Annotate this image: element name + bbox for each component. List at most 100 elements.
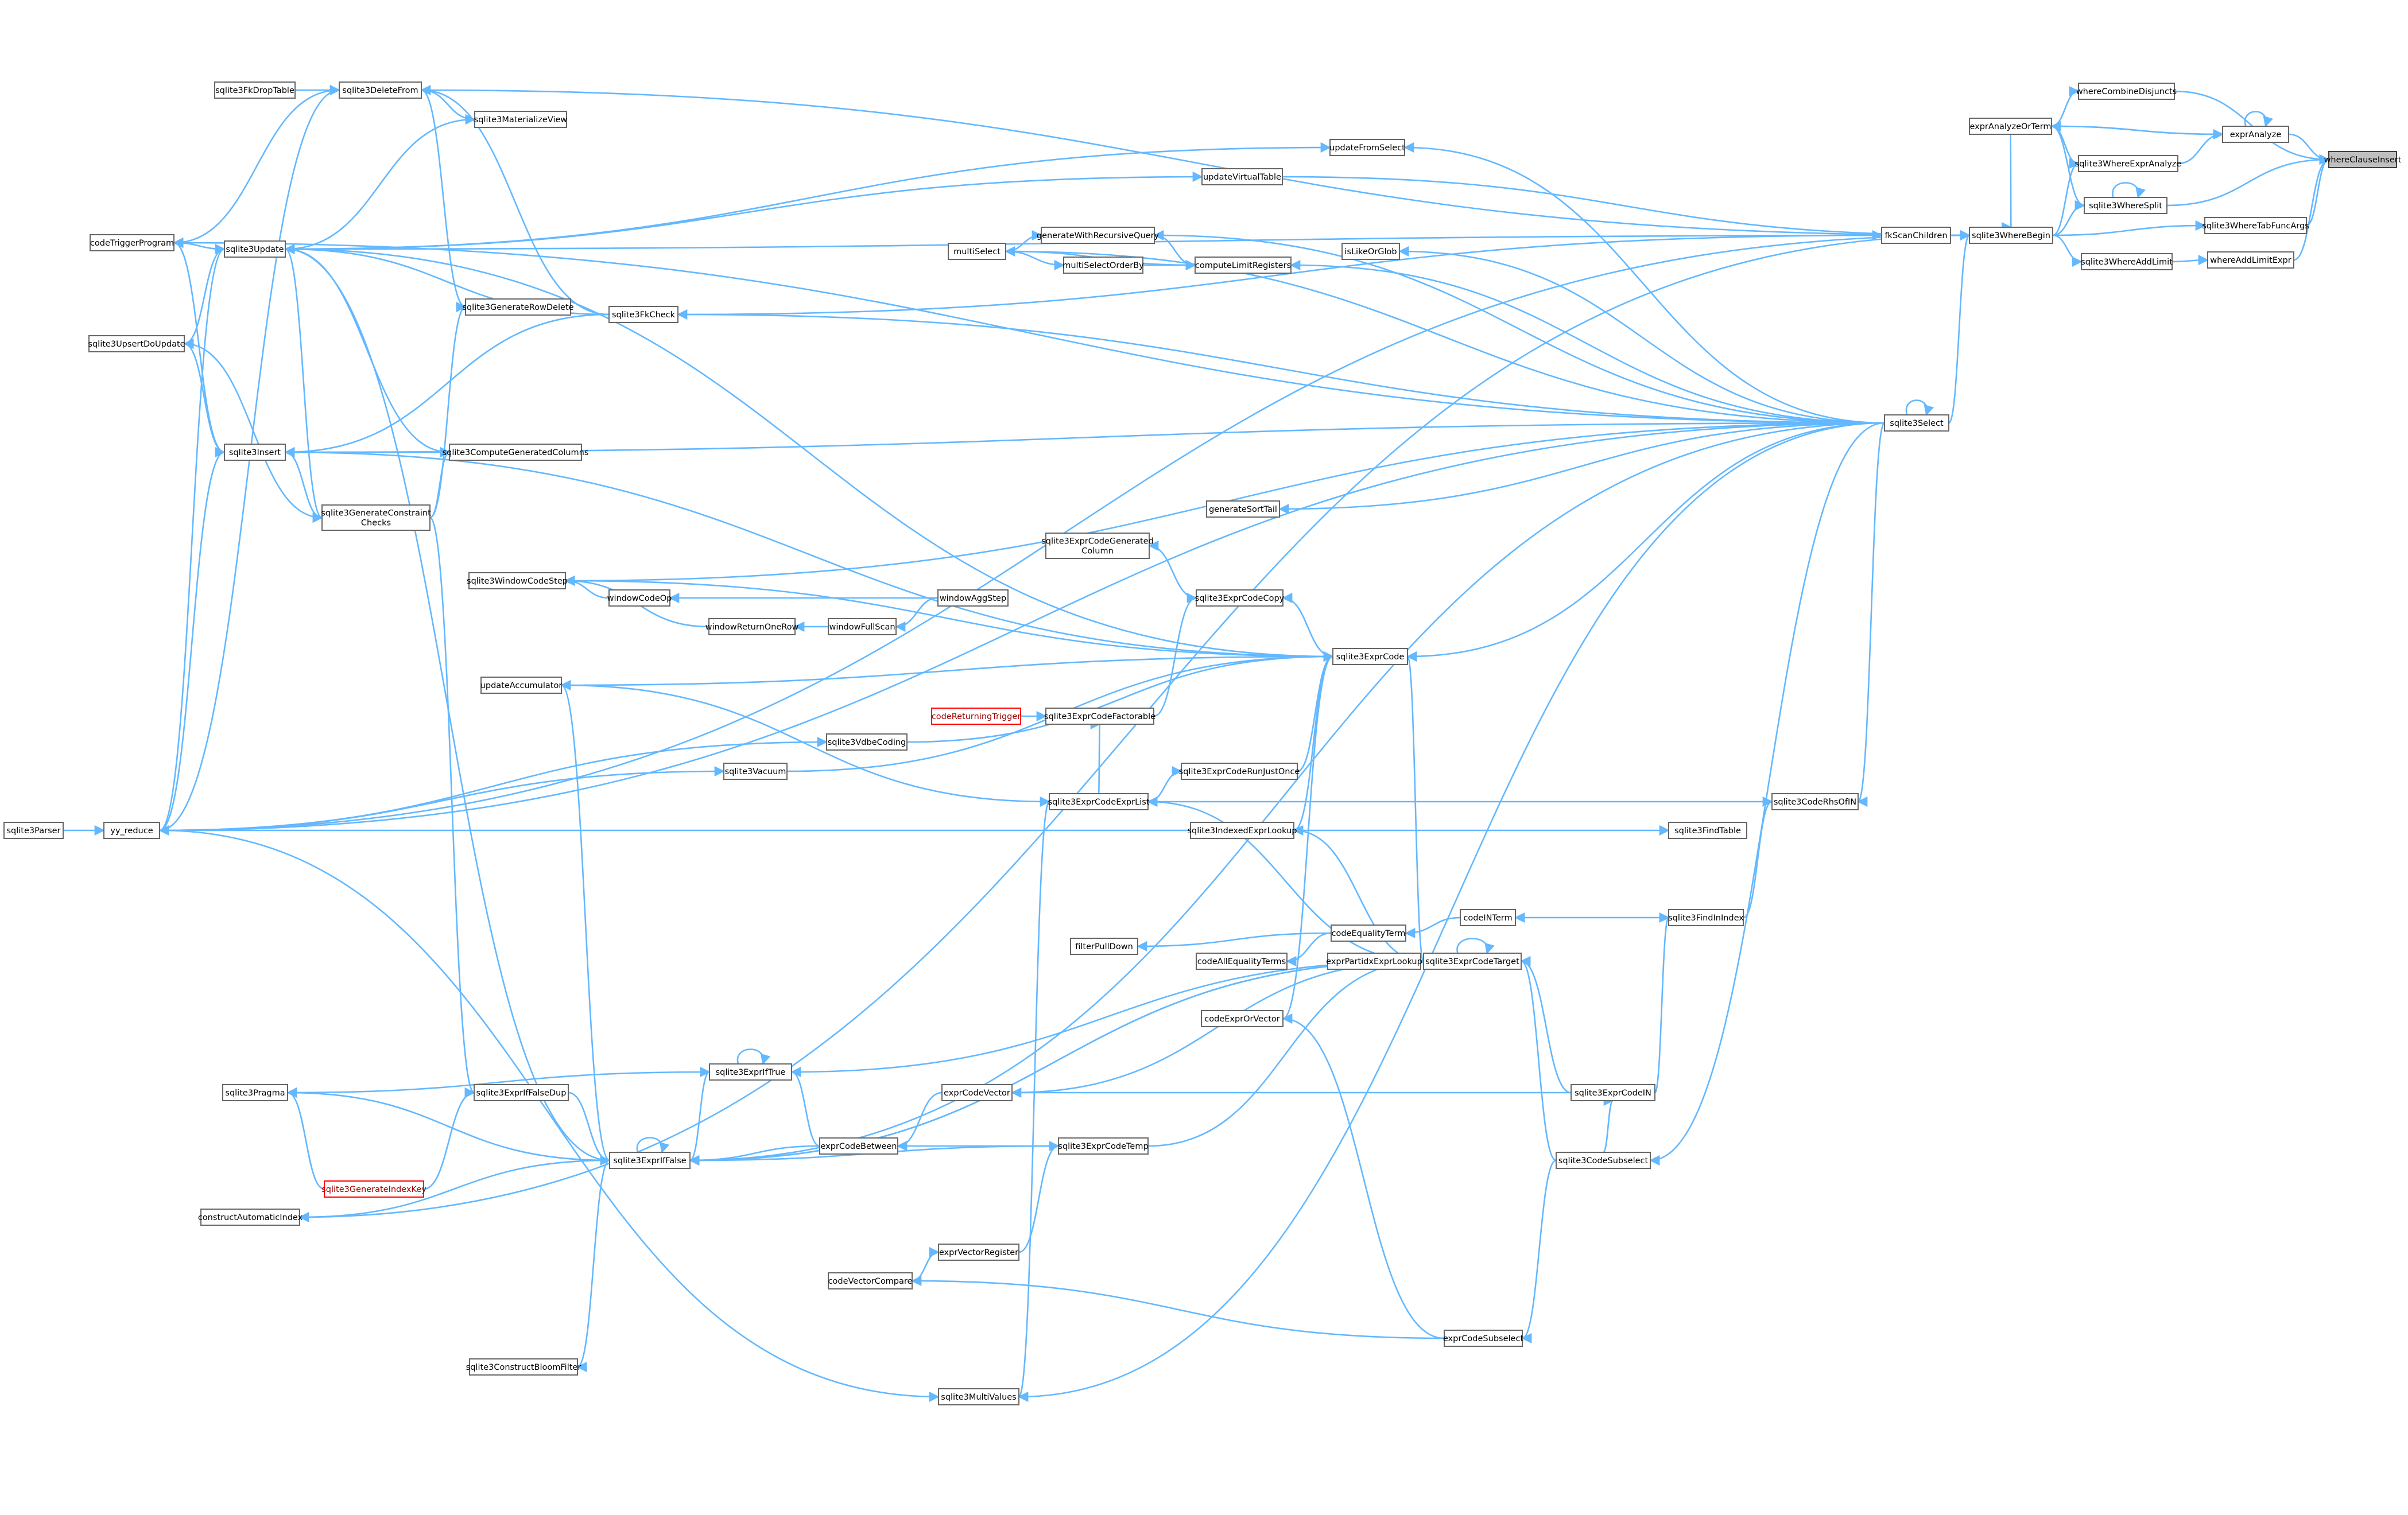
node-sqlite3ExprIfFalseDup[interactable]: sqlite3ExprIfFalseDup [474,1084,569,1101]
edge-sqlite3FindInIndex-to-sqlite3CodeRhsOfIN [1743,797,1773,919]
edge-sqlite3FkCheck-to-sqlite3Insert [284,313,610,458]
node-whereCombineDisjuncts[interactable]: whereCombineDisjuncts [2076,83,2177,100]
node-updateFromSelect[interactable]: updateFromSelect [1329,139,1405,156]
node-box [339,81,422,99]
node-label: windowReturnOneRow [705,623,799,632]
node-sqlite3WhereExprAnalyze[interactable]: sqlite3WhereExprAnalyze [2075,155,2182,172]
node-box [826,733,908,751]
node-label: isLikeOrGlob [1344,247,1397,257]
node-sqlite3CodeRhsOfIN[interactable]: sqlite3CodeRhsOfIN [1771,793,1859,810]
edge-sqlite3GenerateConstraintChecks-to-sqlite3UpsertDoUpdate [183,338,323,519]
node-sqlite3ExprCode[interactable]: sqlite3ExprCode [1332,648,1408,665]
node-box [90,234,175,251]
node-label: codeReturningTrigger [932,712,1021,721]
node-sqlite3WindowCodeStep[interactable]: sqlite3WindowCodeStep [467,572,568,589]
node-sqlite3WhereAddLimit[interactable]: sqlite3WhereAddLimit [2081,253,2173,270]
node-fkScanChildren[interactable]: fkScanChildren [1881,227,1951,244]
node-filterPullDown[interactable]: filterPullDown [1070,938,1138,955]
node-sqlite3ExprIfTrue[interactable]: sqlite3ExprIfTrue [709,1063,792,1081]
node-sqlite3Vacuum[interactable]: sqlite3Vacuum [723,763,788,780]
edge-updateAccumulator-to-sqlite3ExprCode [561,651,1334,686]
node-label: sqlite3FindInIndex [1668,914,1744,923]
node-sqlite3ExprCodeExprList[interactable]: sqlite3ExprCodeExprList [1048,793,1150,810]
node-sqlite3Pragma[interactable]: sqlite3Pragma [222,1084,288,1101]
node-sqlite3ComputeGeneratedColumns[interactable]: sqlite3ComputeGeneratedColumns [443,444,589,461]
node-sqlite3FindInIndex[interactable]: sqlite3FindInIndex [1668,909,1744,926]
node-sqlite3ExprCodeTarget[interactable]: sqlite3ExprCodeTarget [1423,953,1522,970]
node-multiSelect[interactable]: multiSelect [948,243,1006,260]
node-sqlite3FindTable[interactable]: sqlite3FindTable [1668,822,1747,839]
node-codeExprOrVector[interactable]: codeExprOrVector [1201,1010,1284,1027]
node-windowAggStep[interactable]: windowAggStep [937,589,1009,607]
node-sqlite3GenerateIndexKey[interactable]: sqlite3GenerateIndexKey [321,1180,426,1198]
node-label: exprAnalyze [2230,130,2282,139]
node-codeEqualityTerm[interactable]: codeEqualityTerm [1331,924,1406,942]
node-sqlite3WhereSplit[interactable]: sqlite3WhereSplit [2084,197,2167,214]
node-windowFullScan[interactable]: windowFullScan [828,618,897,635]
node-sqlite3Select[interactable]: sqlite3Select [1884,414,1949,432]
node-generateSortTail[interactable]: generateSortTail [1206,500,1280,518]
node-label: sqlite3MultiValues [941,1393,1016,1402]
node-sqlite3GenerateRowDelete[interactable]: sqlite3GenerateRowDelete [462,298,574,316]
node-sqlite3Parser[interactable]: sqlite3Parser [3,822,64,839]
node-sqlite3VdbeCoding[interactable]: sqlite3VdbeCoding [826,733,908,751]
node-updateVirtualTable[interactable]: updateVirtualTable [1201,168,1283,185]
node-sqlite3FkCheck[interactable]: sqlite3FkCheck [608,306,678,323]
node-windowCodeOp[interactable]: windowCodeOp [607,589,672,607]
node-sqlite3WhereTabFuncArgs[interactable]: sqlite3WhereTabFuncArgs [2202,217,2309,234]
node-sqlite3ExprCodeCopy[interactable]: sqlite3ExprCodeCopy [1195,589,1285,607]
node-computeLimitRegisters[interactable]: computeLimitRegisters [1195,257,1292,274]
node-sqlite3ConstructBloomFilter[interactable]: sqlite3ConstructBloomFilter [466,1358,581,1376]
node-label: exprVectorRegister [939,1248,1018,1257]
node-sqlite3CodeSubselect[interactable]: sqlite3CodeSubselect [1556,1152,1651,1169]
node-sqlite3UpsertDoUpdate[interactable]: sqlite3UpsertDoUpdate [88,335,185,352]
node-label: sqlite3WhereTabFuncArgs [2202,222,2309,231]
node-box [321,504,431,531]
node-sqlite3MultiValues[interactable]: sqlite3MultiValues [938,1388,1019,1405]
node-sqlite3ExprCodeTemp[interactable]: sqlite3ExprCodeTemp [1058,1137,1149,1155]
node-windowReturnOneRow[interactable]: windowReturnOneRow [705,618,799,635]
node-codeINTerm[interactable]: codeINTerm [1460,909,1516,926]
node-sqlite3MaterializeView[interactable]: sqlite3MaterializeView [474,111,568,128]
node-updateAccumulator[interactable]: updateAccumulator [480,677,563,694]
node-isLikeOrGlob[interactable]: isLikeOrGlob [1341,243,1400,260]
node-sqlite3FkDropTable[interactable]: sqlite3FkDropTable [214,81,296,99]
node-codeTriggerProgram[interactable]: codeTriggerProgram [90,234,175,251]
node-codeReturningTrigger[interactable]: codeReturningTrigger [931,708,1021,725]
node-whereAddLimitExpr[interactable]: whereAddLimitExpr [2207,251,2294,269]
node-sqlite3ExprCodeIN[interactable]: sqlite3ExprCodeIN [1571,1084,1655,1101]
node-whereClauseInsert[interactable]: whereClauseInsert [2324,151,2402,168]
node-sqlite3ExprCodeRunJustOnce[interactable]: sqlite3ExprCodeRunJustOnce [1179,763,1300,780]
edge-sqlite3DeleteFrom-to-sqlite3WhereBegin [421,89,1971,241]
node-label: sqlite3GenerateConstraint [321,509,431,518]
node-codeVectorCompare[interactable]: codeVectorCompare [828,1272,913,1289]
node-exprCodeSubselect[interactable]: exprCodeSubselect [1443,1330,1524,1347]
node-box [828,618,897,635]
node-yy_reduce[interactable]: yy_reduce [103,822,160,839]
node-codeAllEqualityTerms[interactable]: codeAllEqualityTerms [1196,953,1288,970]
node-multiSelectOrderBy[interactable]: multiSelectOrderBy [1063,257,1144,274]
node-exprAnalyzeOrTerm[interactable]: exprAnalyzeOrTerm [1969,118,2052,135]
node-exprCodeBetween[interactable]: exprCodeBetween [819,1137,898,1155]
node-exprAnalyze[interactable]: exprAnalyze [2222,126,2289,143]
node-sqlite3Insert[interactable]: sqlite3Insert [224,444,286,461]
node-sqlite3IndexedExprLookup[interactable]: sqlite3IndexedExprLookup [1187,822,1297,839]
node-label: sqlite3CodeRhsOfIN [1774,798,1856,807]
node-box [1063,257,1143,274]
node-generateWithRecursiveQuery[interactable]: generateWithRecursiveQuery [1037,227,1160,244]
node-label: sqlite3Update [226,245,284,254]
node-exprVectorRegister[interactable]: exprVectorRegister [938,1244,1019,1261]
node-sqlite3ExprCodeFactorable[interactable]: sqlite3ExprCodeFactorable [1044,708,1155,725]
node-sqlite3WhereBegin[interactable]: sqlite3WhereBegin [1969,227,2053,244]
node-exprPartidxExprLookup[interactable]: exprPartidxExprLookup [1326,953,1422,970]
node-sqlite3DeleteFrom[interactable]: sqlite3DeleteFrom [339,81,422,99]
node-box [1341,243,1400,260]
node-exprCodeVector[interactable]: exprCodeVector [941,1084,1013,1101]
node-constructAutomaticIndex[interactable]: constructAutomaticIndex [198,1209,303,1226]
node-sqlite3Update[interactable]: sqlite3Update [224,240,286,258]
node-sqlite3ExprIfFalse[interactable]: sqlite3ExprIfFalse [609,1152,691,1169]
node-box [2204,217,2307,234]
edge-sqlite3ExprCodeTarget-to-sqlite3ExprCode [1406,651,1425,962]
